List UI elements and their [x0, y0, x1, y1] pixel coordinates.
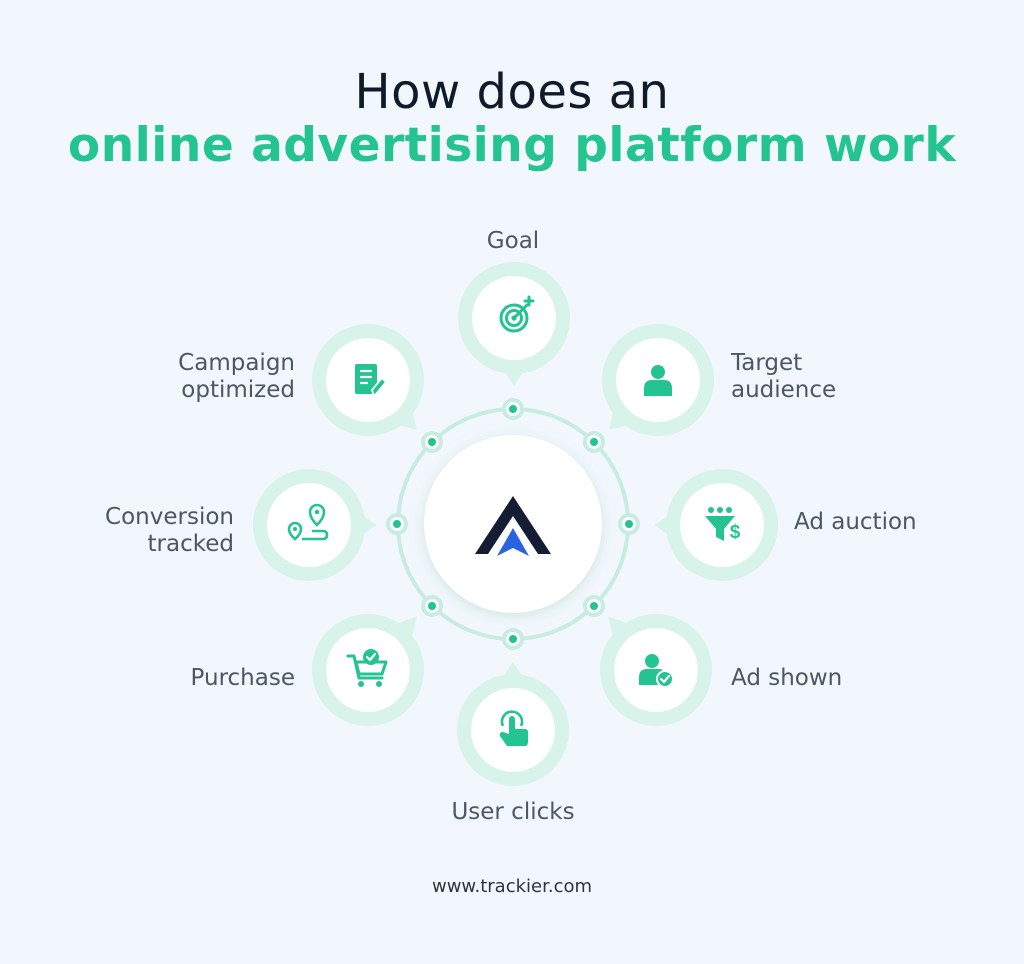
- step-bubble-target-audience: [602, 324, 714, 436]
- tap-hand-icon: [499, 710, 528, 746]
- page-title-line2: online advertising platform work: [67, 118, 957, 173]
- ring-connector-dot-core: [509, 405, 517, 413]
- step-label-user-clicks: User clicks: [451, 799, 575, 825]
- target-icon: [499, 295, 535, 333]
- step-label-ad-shown: Ad shown: [731, 665, 843, 691]
- step-bubble-purchase: [312, 614, 424, 726]
- footer-url: www.trackier.com: [431, 876, 593, 897]
- step-bubble-conversion-tracked: [253, 469, 377, 581]
- step-bubble-goal: [458, 262, 570, 386]
- bubble-inner: [326, 628, 410, 712]
- user-check-icon: [639, 654, 674, 688]
- step-label-ad-auction: Ad auction: [794, 509, 917, 535]
- step-label-goal: Goal: [486, 228, 540, 254]
- step-bubble-user-clicks: [457, 662, 569, 786]
- step-bubble-ad-auction: $: [654, 469, 778, 581]
- step-bubble-ad-shown: [600, 614, 712, 726]
- ring-connector-dot-core: [590, 438, 598, 446]
- ring-connector-dot-core: [590, 602, 598, 610]
- ring-connector-dot-core: [393, 520, 401, 528]
- bubble-inner: [267, 483, 351, 567]
- cart-check-icon: [346, 649, 388, 687]
- ring-connector-dot-core: [509, 635, 517, 643]
- ring-connector-dot-core: [428, 602, 436, 610]
- route-pin-icon: [287, 503, 329, 541]
- svg-text:$: $: [730, 522, 741, 543]
- ring-connector-dot-core: [625, 520, 633, 528]
- document-edit-icon: [355, 364, 388, 398]
- ring-connector-dot-core: [428, 438, 436, 446]
- center-circle: [424, 435, 602, 613]
- step-label-purchase: Purchase: [190, 665, 295, 691]
- person-icon: [644, 365, 672, 396]
- step-bubble-campaign-optimized: [312, 324, 424, 436]
- funnel-dollar-icon: $: [705, 507, 741, 543]
- page-title-line1: How does an: [354, 64, 670, 120]
- trackier-logo: [475, 496, 551, 556]
